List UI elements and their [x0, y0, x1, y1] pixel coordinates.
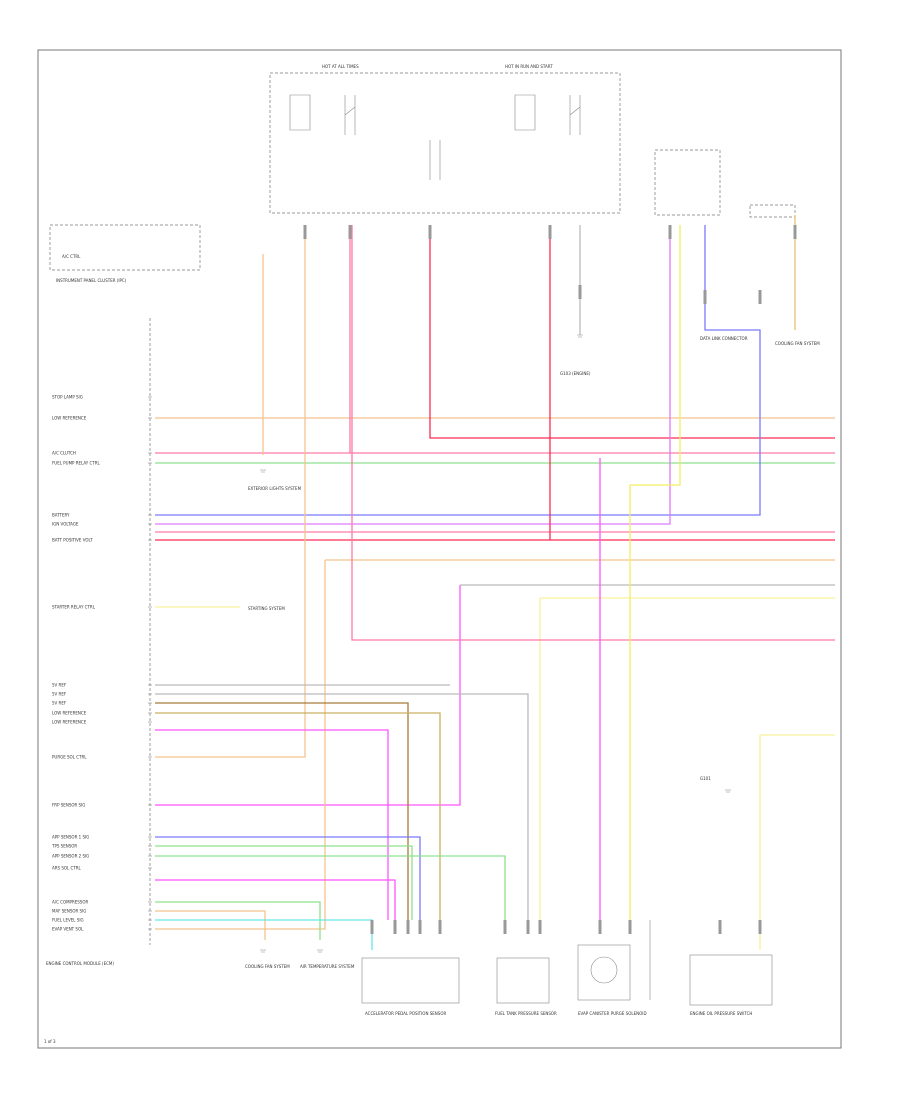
ecm-row-label: ARS SOL CTRL — [52, 866, 82, 871]
component-app-sensor: ACCELERATOR PEDAL POSITION SENSOR — [365, 1011, 446, 1016]
component-oil-pressure: ENGINE OIL PRESSURE SWITCH — [690, 1011, 752, 1016]
wire-brown — [155, 702, 409, 920]
right-modules: DATA LINK CONNECTOR COOLING FAN SYSTEM G… — [560, 149, 820, 376]
connector — [628, 920, 632, 934]
wire-violet — [155, 225, 671, 525]
ecm-row-label: LOW REFERENCE — [52, 711, 87, 716]
connector — [406, 920, 410, 934]
ecm-row-label: A/C CLUTCH — [52, 451, 76, 456]
ground-bottom-label: G101 — [700, 776, 711, 781]
ecm-row-label: 5V REF — [52, 692, 67, 697]
wire-green — [155, 845, 413, 920]
instrument-cluster: A/C CTRL INSTRUMENT PANEL CLUSTER (IPC) — [49, 224, 201, 283]
fuse-block-label-1: HOT AT ALL TIMES — [322, 64, 359, 69]
ecm-module: STOP LAMP SIG LOW REFERENCE A/C CLUTCH FUEL… — [46, 318, 152, 966]
wire-magenta — [155, 879, 396, 920]
footer-code: 1 of 3 — [44, 1039, 56, 1044]
wire-orange — [155, 910, 266, 940]
ecm-row-label: APP SENSOR 2 SIG — [52, 854, 89, 859]
wire-paleyellow — [539, 597, 835, 920]
connector — [578, 285, 582, 299]
wire-olive — [155, 712, 441, 920]
system-air-temp: AIR TEMPERATURE SYSTEM — [300, 964, 355, 969]
connector — [348, 225, 352, 239]
system-cooling-fan: COOLING FAN SYSTEM — [245, 964, 290, 969]
connector — [418, 920, 422, 934]
connector — [668, 225, 672, 239]
ground-junction-label: G103 (ENGINE) — [560, 371, 591, 376]
wire-green — [155, 901, 321, 940]
wire-magenta — [155, 729, 389, 920]
wire-blue — [155, 836, 421, 920]
ground-symbol — [260, 469, 266, 473]
ecm-row-label: LOW REFERENCE — [52, 416, 87, 421]
connector — [303, 225, 307, 239]
wire-blue — [155, 225, 761, 516]
connector — [370, 920, 374, 934]
connector — [526, 920, 530, 934]
ecm-row-label: STARTER RELAY CTRL — [52, 605, 96, 610]
wire-orange — [155, 560, 326, 930]
ecm-row-label: EVAP VENT SOL — [52, 927, 84, 932]
ecm-row-label: IGN VOLTAGE — [52, 522, 79, 527]
ecm-row-label: 5V REF — [52, 701, 67, 706]
ecm-row-label: 5V REF — [52, 683, 67, 688]
connector — [428, 225, 432, 239]
fuse-block: HOT AT ALL TIMES HOT IN RUN AND START — [269, 64, 621, 214]
wire-pink — [155, 225, 835, 454]
cooling-fan-label: COOLING FAN SYSTEM — [775, 341, 820, 346]
wire-gray — [155, 693, 529, 920]
ecm-row-label: APP SENSOR 1 SIG — [52, 835, 89, 840]
ground-symbol — [260, 949, 266, 953]
wire-magenta — [155, 585, 461, 806]
connector — [758, 920, 762, 934]
ecm-row-label: TPS SENSOR — [51, 844, 77, 849]
wires — [155, 215, 835, 953]
wire-orange — [155, 225, 306, 758]
connector — [793, 225, 797, 239]
ground-symbol — [577, 334, 583, 338]
ecm-row-label: STOP LAMP SIG — [52, 395, 83, 400]
connector — [703, 290, 707, 304]
ecm-row-label: A/C COMPRESSOR — [52, 900, 88, 905]
fuse-block-label-2: HOT IN RUN AND START — [505, 64, 553, 69]
instrument-cluster-title: INSTRUMENT PANEL CLUSTER (IPC) — [56, 278, 127, 283]
connector — [393, 920, 397, 934]
ecm-row-label: FUEL LEVEL SIG — [52, 918, 84, 923]
starting-system-label: STARTING SYSTEM — [248, 606, 285, 611]
wire-pink — [351, 225, 835, 641]
ecm-row-label: FUEL PUMP RELAY CTRL — [52, 461, 101, 466]
connector — [538, 920, 542, 934]
component-evap-purge: EVAP CANISTER PURGE SOLENOID — [578, 1011, 647, 1016]
wire-cyan — [155, 919, 373, 950]
instrument-cluster-inner: A/C CTRL — [62, 254, 81, 259]
ecm-row-label: LOW REFERENCE — [52, 720, 87, 725]
ecm-row-label: BATTERY — [52, 513, 70, 518]
ecm-row-label: FRP SENSOR SIG — [52, 803, 85, 808]
ecm-row-label: PURGE SOL CTRL — [52, 755, 87, 760]
wire-green — [155, 855, 506, 920]
bottom-components: ACCELERATOR PEDAL POSITION SENSOR FUEL T… — [245, 776, 773, 1016]
wire-red — [155, 225, 835, 541]
ecm-title: ENGINE CONTROL MODULE (ECM) — [46, 961, 114, 966]
ecm-row-label: MAF SENSOR SIG — [52, 909, 86, 914]
data-link-label: DATA LINK CONNECTOR — [700, 336, 748, 341]
diagram-frame — [37, 49, 842, 1049]
connector — [503, 920, 507, 934]
connector — [598, 920, 602, 934]
wire-red — [429, 225, 835, 439]
ground-symbol — [725, 789, 731, 793]
connector — [438, 920, 442, 934]
connector — [758, 290, 762, 304]
wire-yellow — [629, 225, 681, 920]
connector — [718, 920, 722, 934]
connector — [548, 225, 552, 239]
ecm-row-label: BATT POSITIVE VOLT — [52, 538, 93, 543]
exterior-lights-label: EXTERIOR LIGHTS SYSTEM — [248, 486, 302, 491]
ground-symbol — [317, 949, 323, 953]
wire-paleyellow — [759, 734, 835, 950]
component-fuel-tank-sensor: FUEL TANK PRESSURE SENSOR — [495, 1011, 557, 1016]
